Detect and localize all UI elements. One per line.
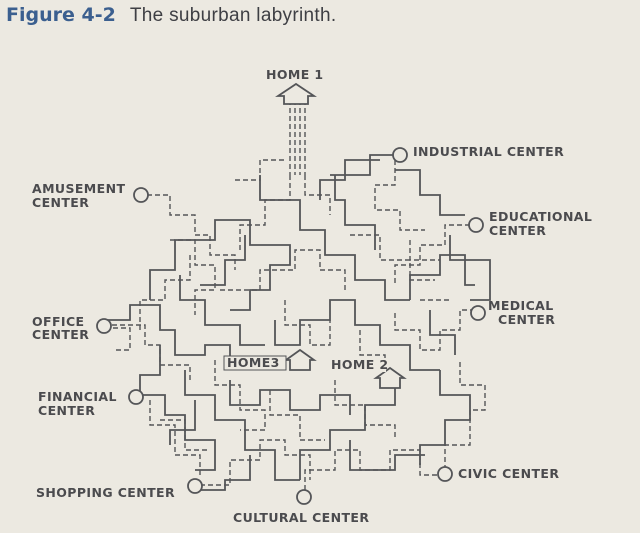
civic-center-node — [437, 466, 453, 482]
industrial-center-label: INDUSTRIAL CENTER — [413, 144, 564, 159]
medical-label-line2: CENTER — [498, 312, 555, 327]
figure-title: The suburban labyrinth. — [129, 5, 337, 26]
educational-label-line2: CENTER — [489, 223, 546, 238]
medical-center-node — [470, 305, 486, 321]
educational-label-line1: EDUCATIONAL — [489, 209, 592, 224]
financial-label-line1: FINANCIAL — [38, 389, 117, 404]
amusement-label-line2: CENTER — [32, 195, 89, 210]
industrial-center-node — [392, 147, 408, 163]
financial-label-line2: CENTER — [38, 403, 95, 418]
figure-number: Figure 4-2 — [6, 4, 116, 26]
solid-road-network — [100, 154, 491, 491]
medical-label-line1: MEDICAL — [488, 298, 554, 313]
home2-label: HOME 2 — [331, 357, 389, 372]
educational-center-node — [468, 217, 484, 233]
shopping-center-node — [187, 478, 203, 494]
home1-label: HOME 1 — [266, 67, 324, 82]
cultural-center-node — [296, 489, 312, 505]
home3-label: HOME3 — [227, 355, 280, 370]
office-label-line2: CENTER — [32, 327, 89, 342]
financial-center-node — [128, 389, 144, 405]
amusement-label-line1: AMUSEMENT — [32, 181, 125, 196]
office-label-line1: OFFICE — [32, 314, 84, 329]
amusement-center-node — [133, 187, 149, 203]
home1-marker — [275, 82, 317, 105]
cultural-center-label: CULTURAL CENTER — [233, 510, 369, 525]
civic-center-label: CIVIC CENTER — [458, 466, 559, 481]
shopping-center-label: SHOPPING CENTER — [36, 485, 175, 500]
figure-caption: Figure 4-2 The suburban labyrinth. — [6, 4, 336, 27]
office-center-node — [96, 318, 112, 334]
home3-marker — [283, 348, 317, 371]
home2-marker — [373, 366, 407, 389]
